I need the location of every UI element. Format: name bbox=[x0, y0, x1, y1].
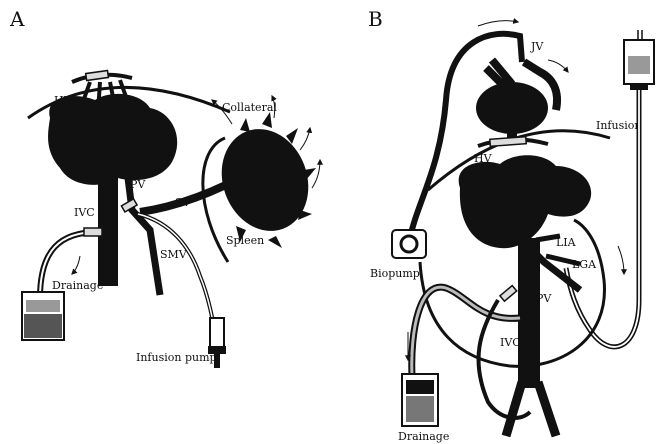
panel-a-label-drainage: Drainage bbox=[52, 279, 103, 292]
panel-b-label-biopump: Biopump bbox=[370, 267, 420, 280]
panel-b-infusion-arrow bbox=[618, 246, 624, 274]
panel-b: B Infusion bbox=[368, 7, 654, 443]
panel-b-label-jv: JV bbox=[530, 40, 544, 53]
panel-a-drainage-bottle bbox=[22, 292, 64, 340]
panel-b-label-drainage: Drainage bbox=[398, 430, 449, 443]
panel-b-label-hv: HV bbox=[474, 152, 493, 165]
panel-b-top-arrow bbox=[478, 21, 518, 26]
panel-b-label-infusion: Infusion bbox=[596, 119, 641, 132]
panel-b-drainage-bottle bbox=[402, 374, 438, 426]
panel-a-label-collateral: Collateral bbox=[222, 101, 277, 114]
panel-b-label-ivc: IVC bbox=[500, 336, 521, 349]
panel-a-label-ivc: IVC bbox=[74, 206, 95, 219]
panel-a-label-smv: SMV bbox=[160, 248, 188, 261]
panel-a-label-hv: HV bbox=[54, 94, 73, 107]
panel-a-drainage-arrow bbox=[72, 256, 80, 274]
panel-a-pv bbox=[128, 178, 160, 295]
panel-a-label-infusion-pump: Infusion pump bbox=[136, 351, 217, 364]
panel-b-biopump bbox=[392, 230, 426, 258]
panel-a-label-pv: PV bbox=[130, 178, 146, 191]
panel-a: A Drainage bbox=[9, 7, 322, 368]
panel-b-jv-arrow bbox=[548, 60, 568, 72]
panel-b-liver bbox=[459, 155, 591, 248]
panel-a-ivc-clamp bbox=[84, 228, 102, 236]
panel-b-label-lga: LGA bbox=[572, 258, 597, 271]
panel-b-label-pv: PV bbox=[536, 292, 552, 305]
panel-a-label-spleen: Spleen bbox=[226, 234, 264, 247]
panel-b-pv-clamp bbox=[500, 286, 517, 302]
panel-b-letter: B bbox=[368, 7, 383, 31]
panel-b-ivc-legs bbox=[506, 382, 556, 436]
panel-a-label-sv: SV bbox=[175, 196, 192, 209]
panel-b-infusion-bag bbox=[624, 30, 654, 90]
panel-b-label-lia: LIA bbox=[556, 236, 577, 249]
panel-a-spleen bbox=[208, 117, 323, 243]
panel-a-letter: A bbox=[9, 7, 25, 31]
